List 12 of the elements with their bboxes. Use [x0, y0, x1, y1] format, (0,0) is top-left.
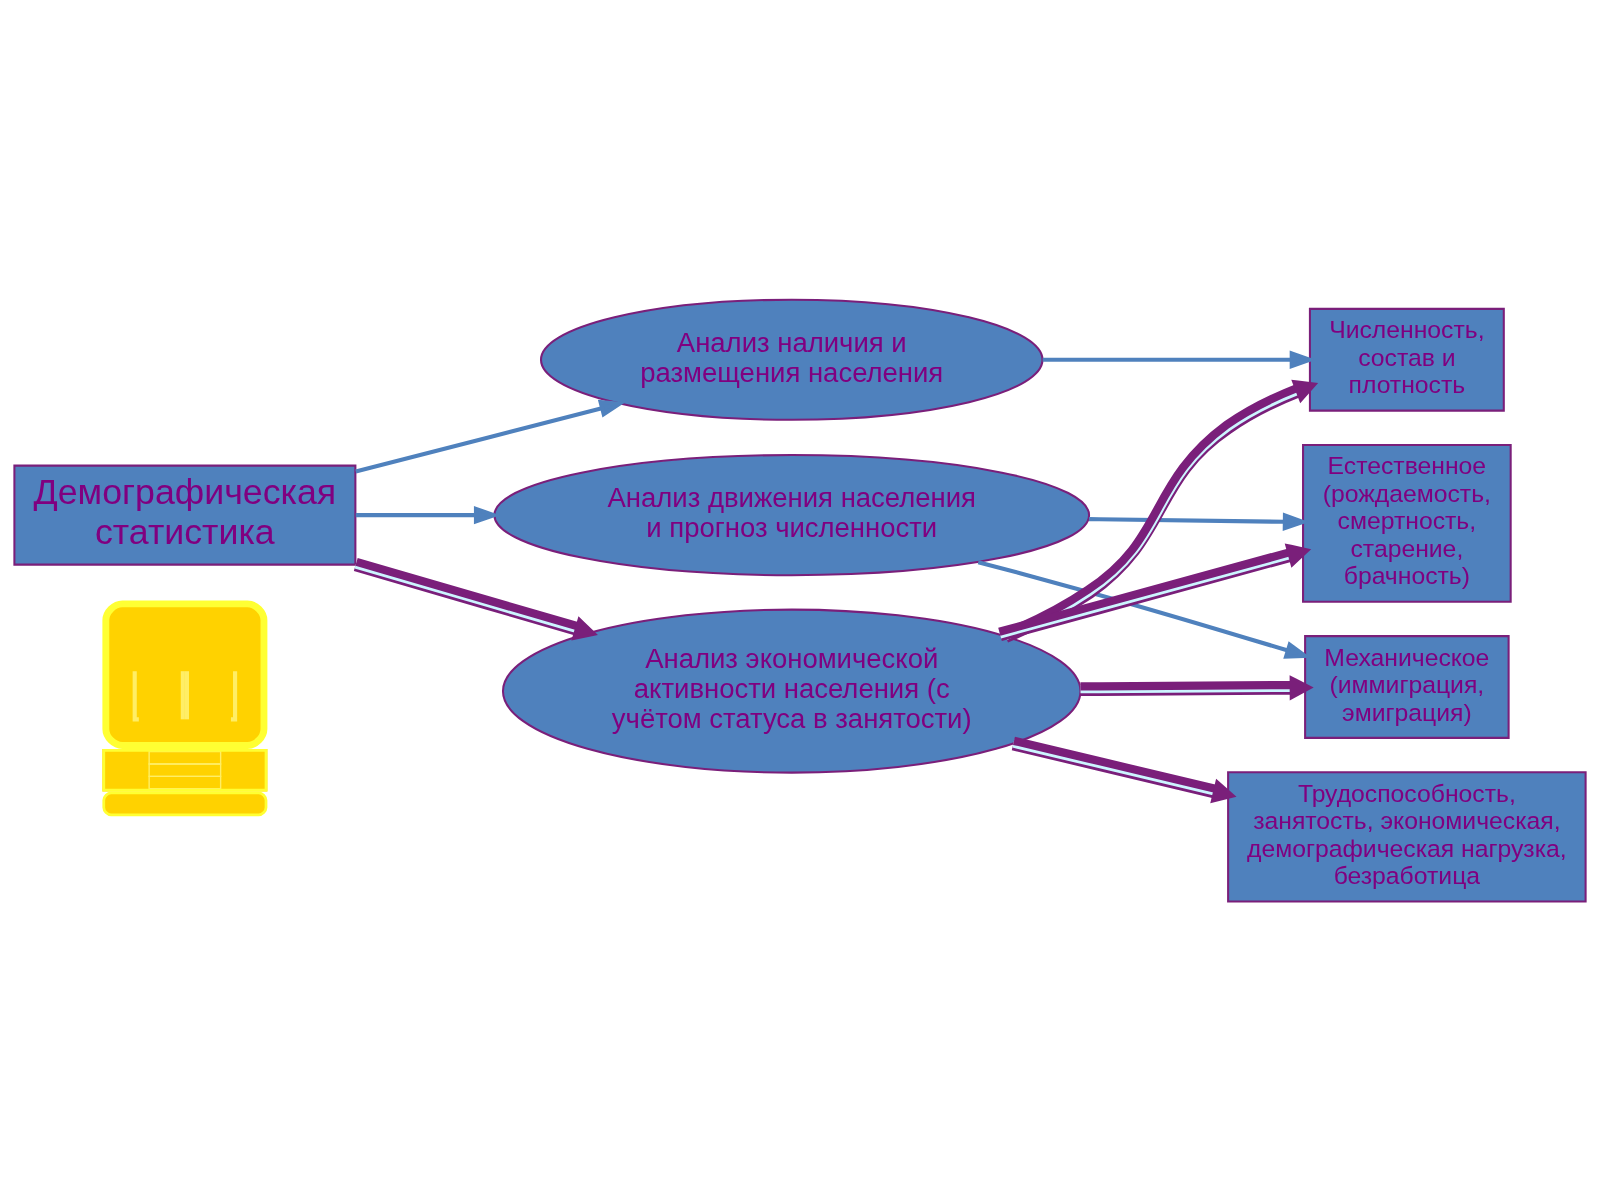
- arrow: [1011, 736, 1237, 803]
- node-box: Естественное (рождаемость, смертность, старение, брачность): [1302, 443, 1512, 603]
- arrow: [998, 542, 1312, 641]
- arrow: [1080, 674, 1314, 700]
- arrow: [355, 399, 626, 474]
- node-ellipse: Анализ движения населения и прогноз численности: [493, 453, 1091, 576]
- node-box: Трудоспособность, занятость, экономическая, демографическая нагрузка, безработица: [1227, 770, 1587, 903]
- node-ellipse: Анализ экономической активности населения (с учётом статуса в занятости): [501, 608, 1082, 774]
- node-box: Демографическая статистика: [13, 464, 357, 566]
- arrow: [353, 557, 598, 640]
- node-box: Численность, состав и плотность: [1308, 307, 1505, 412]
- node-box: Механическое (иммиграция, эмиграция): [1304, 634, 1510, 739]
